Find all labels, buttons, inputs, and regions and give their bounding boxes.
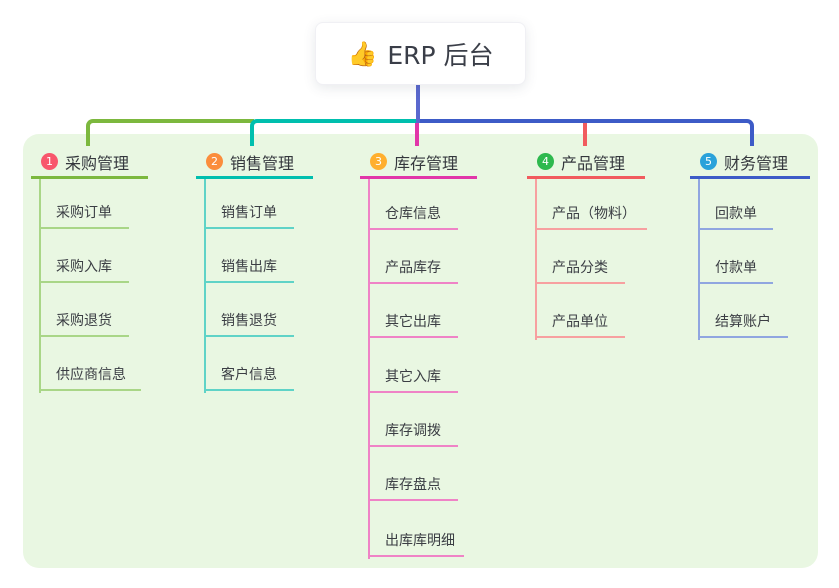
child-node[interactable]: 出库库明细 — [368, 529, 464, 557]
child-node[interactable]: 客户信息 — [204, 363, 294, 391]
branch3-trunk-line — [368, 179, 370, 559]
child-node[interactable]: 产品单位 — [535, 310, 625, 338]
child-node[interactable]: 回款单 — [698, 202, 773, 230]
branch-node-2[interactable]: 2 销售管理 — [196, 147, 313, 179]
child-node[interactable]: 采购订单 — [39, 201, 129, 229]
branch-badge-1: 1 — [41, 153, 58, 170]
branch-node-5[interactable]: 5 财务管理 — [690, 147, 810, 179]
child-node[interactable]: 销售退货 — [204, 309, 294, 337]
connector-branch1-elbow — [86, 119, 254, 146]
child-node[interactable]: 供应商信息 — [39, 363, 141, 391]
child-node[interactable]: 产品库存 — [368, 256, 458, 284]
branch-title: 产品管理 — [561, 153, 626, 173]
branch4-trunk-line — [535, 179, 537, 340]
thumbs-up-icon: 👍 — [347, 39, 378, 68]
branch-node-3[interactable]: 3 库存管理 — [360, 147, 477, 179]
branch-title: 库存管理 — [394, 153, 459, 173]
child-node[interactable]: 结算账户 — [698, 310, 788, 338]
branch1-trunk-line — [39, 179, 41, 393]
branch-badge-2: 2 — [206, 153, 223, 170]
child-node[interactable]: 采购退货 — [39, 309, 129, 337]
branch-badge-4: 4 — [537, 153, 554, 170]
child-node[interactable]: 销售订单 — [204, 201, 294, 229]
connector-branch3-drop — [415, 122, 419, 146]
branch-title: 财务管理 — [724, 153, 789, 173]
child-node[interactable]: 其它出库 — [368, 310, 458, 338]
child-node[interactable]: 其它入库 — [368, 365, 458, 393]
connector-branch5-elbow — [418, 119, 754, 146]
connector-branch2-elbow — [250, 119, 420, 146]
branch-node-4[interactable]: 4 产品管理 — [527, 147, 645, 179]
child-node[interactable]: 产品（物料） — [535, 202, 647, 230]
child-node[interactable]: 付款单 — [698, 256, 773, 284]
connector-root-line — [416, 83, 420, 123]
child-node[interactable]: 仓库信息 — [368, 202, 458, 230]
root-title: ERP 后台 — [387, 40, 494, 70]
child-node[interactable]: 库存盘点 — [368, 473, 458, 501]
connector-branch4-drop — [583, 121, 587, 146]
root-node[interactable]: 👍 ERP 后台 — [315, 22, 526, 85]
branch-badge-5: 5 — [700, 153, 717, 170]
branch-badge-3: 3 — [370, 153, 387, 170]
child-node[interactable]: 库存调拨 — [368, 419, 458, 447]
child-node[interactable]: 产品分类 — [535, 256, 625, 284]
branch2-trunk-line — [204, 179, 206, 393]
branch-title: 采购管理 — [65, 153, 130, 173]
content-panel — [23, 134, 818, 568]
child-node[interactable]: 采购入库 — [39, 255, 129, 283]
branch-node-1[interactable]: 1 采购管理 — [31, 147, 148, 179]
branch-title: 销售管理 — [230, 153, 295, 173]
child-node[interactable]: 销售出库 — [204, 255, 294, 283]
branch5-trunk-line — [698, 179, 700, 340]
